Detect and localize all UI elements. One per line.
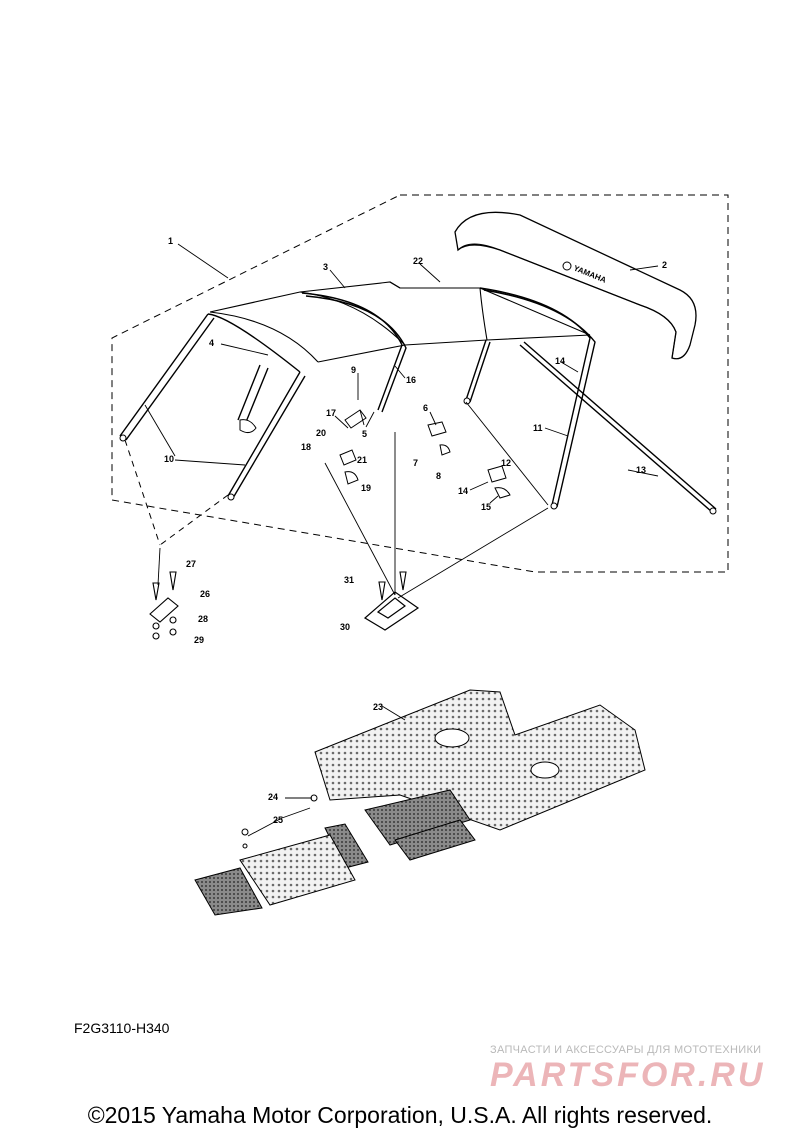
callout-6: 6 — [423, 403, 428, 413]
mat-fasteners — [241, 794, 318, 849]
callout-26: 26 — [200, 589, 210, 599]
callout-3: 3 — [323, 262, 328, 272]
watermark-brand: PARTSFOR.RU — [490, 1056, 766, 1094]
callout-31: 31 — [344, 575, 354, 585]
floor-mat — [194, 689, 646, 916]
tube-end — [227, 493, 235, 501]
callout-21: 21 — [357, 455, 367, 465]
dash-link — [124, 439, 161, 546]
callout-11: 11 — [533, 423, 543, 433]
callout-28: 28 — [198, 614, 208, 624]
callout-4: 4 — [209, 338, 214, 348]
callout-25: 25 — [273, 815, 283, 825]
pivot-bracket — [149, 571, 407, 640]
callout-15: 15 — [481, 502, 491, 512]
callout-18: 18 — [301, 442, 311, 452]
callout-8: 8 — [436, 471, 441, 481]
callout-30: 30 — [340, 622, 350, 632]
tube-end — [550, 502, 558, 510]
callout-14a: 14 — [555, 356, 565, 366]
callout-24: 24 — [268, 792, 278, 802]
callout-22: 22 — [413, 256, 423, 266]
visor-part: YAMAHA — [454, 211, 697, 360]
callout-13: 13 — [636, 465, 646, 475]
dash-link — [159, 494, 229, 546]
callout-2: 2 — [662, 260, 667, 270]
callout-5: 5 — [362, 429, 367, 439]
connector-lines — [157, 401, 549, 599]
fittings — [239, 409, 511, 499]
callout-29: 29 — [194, 635, 204, 645]
callout-16: 16 — [406, 375, 416, 385]
watermark-tagline: ЗАПЧАСТИ И АКСЕССУАРЫ ДЛЯ МОТОТЕХНИКИ — [490, 1044, 762, 1056]
callout-1: 1 — [168, 236, 173, 246]
callout-20: 20 — [316, 428, 326, 438]
leader-lines — [144, 243, 659, 837]
callout-7: 7 — [413, 458, 418, 468]
assembly-outline — [111, 194, 729, 573]
callout-23: 23 — [373, 702, 383, 712]
callout-10: 10 — [164, 454, 174, 464]
figure-code: F2G3110-H340 — [74, 1020, 170, 1036]
callout-27: 27 — [186, 559, 196, 569]
tube-end — [119, 434, 127, 442]
callout-17: 17 — [326, 408, 336, 418]
callout-12: 12 — [501, 458, 511, 468]
mount-plate — [363, 591, 420, 631]
callout-14b: 14 — [458, 486, 468, 496]
tube-end — [709, 507, 717, 515]
callouts: 1 2 3 4 5 6 7 8 9 10 11 12 13 14 14 15 1… — [164, 236, 667, 825]
callout-9: 9 — [351, 365, 356, 375]
callout-19: 19 — [361, 483, 371, 493]
copyright-notice: ©2015 Yamaha Motor Corporation, U.S.A. A… — [87, 1102, 713, 1128]
frame-tubes — [119, 287, 717, 513]
tube-end — [463, 397, 471, 405]
